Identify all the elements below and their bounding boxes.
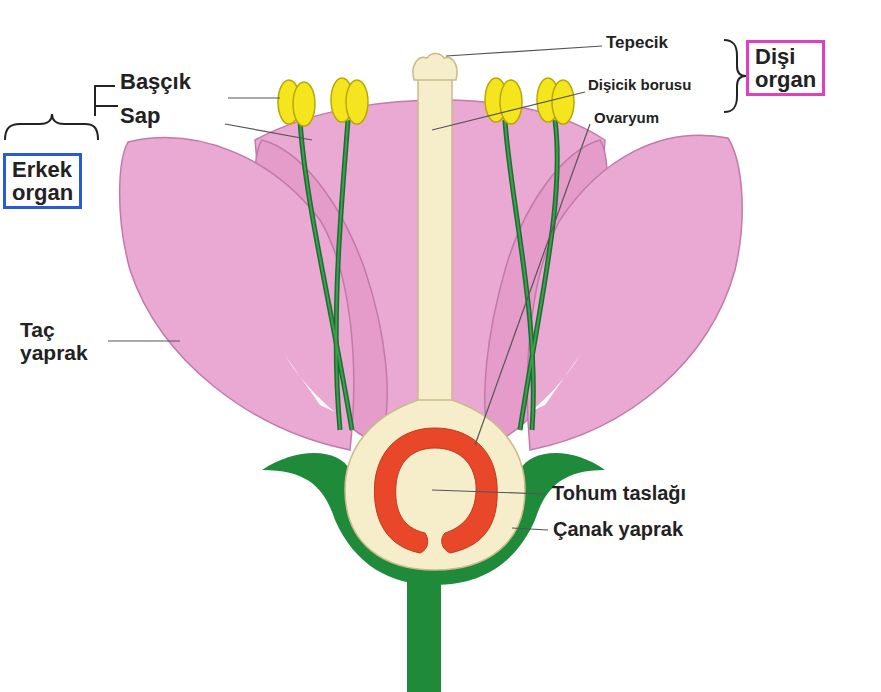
style (418, 75, 452, 410)
organ-label: Erkek organ (12, 158, 73, 204)
part-label: Ovaryum (594, 110, 659, 127)
petal-gap (285, 355, 335, 412)
leader-lines (108, 46, 602, 530)
part-label: Tepecik (606, 34, 668, 53)
part-label: Başçık (120, 70, 191, 94)
brackets (5, 40, 746, 140)
female-organ-box: Dişi organ (746, 40, 825, 96)
part-label: Çanak yaprak (553, 518, 683, 540)
male-organ-box: Erkek organ (3, 153, 82, 209)
ovary (345, 400, 525, 570)
organ-label: Dişi organ (755, 45, 816, 91)
petal (120, 138, 354, 450)
part-label: Tohum taslağı (552, 482, 686, 504)
petal (527, 135, 742, 450)
stigma (413, 54, 457, 81)
part-label: Taç yaprak (20, 318, 100, 364)
part-label: Dişicik borusu (588, 77, 691, 94)
part-label: Sap (120, 104, 160, 128)
petal-gap (530, 355, 580, 412)
